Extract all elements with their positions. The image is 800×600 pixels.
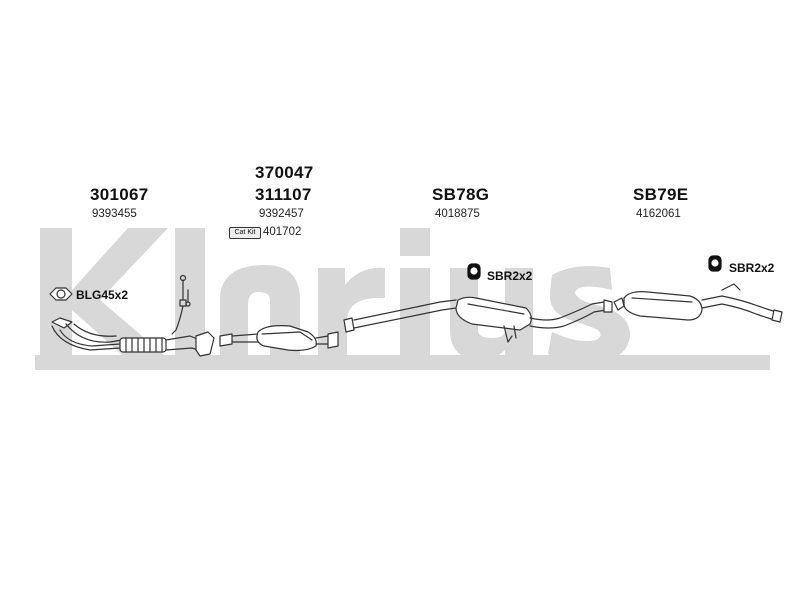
part-code-rear-silencer: SB79E — [633, 185, 689, 204]
catkit-number: 401702 — [263, 226, 302, 238]
catalyst-drawing — [219, 325, 339, 352]
part-code-catalyst-top: 370047 — [255, 163, 314, 182]
centre-silencer-drawing — [343, 296, 613, 343]
mount-label-1: SBR2x2 — [487, 269, 533, 283]
gasket-icon — [49, 287, 73, 301]
front-pipe-drawing — [51, 274, 215, 357]
part-code-catalyst: 311107 — [255, 185, 312, 204]
part-number-centre-silencer: 4018875 — [435, 208, 480, 220]
rubber-mount-icon-2 — [708, 255, 722, 272]
mount-label-2: SBR2x2 — [729, 261, 775, 275]
part-number-catalyst: 9392457 — [259, 208, 304, 220]
catkit-badge: Cat Kit — [229, 227, 261, 239]
part-number-front-pipe: 9393455 — [92, 208, 137, 220]
part-code-front-pipe: 301067 — [90, 185, 149, 204]
rear-silencer-drawing — [613, 283, 783, 323]
rubber-mount-icon — [467, 263, 481, 280]
part-code-centre-silencer: SB78G — [432, 185, 490, 204]
part-number-rear-silencer: 4162061 — [636, 208, 681, 220]
gasket-label: BLG45x2 — [76, 288, 129, 302]
